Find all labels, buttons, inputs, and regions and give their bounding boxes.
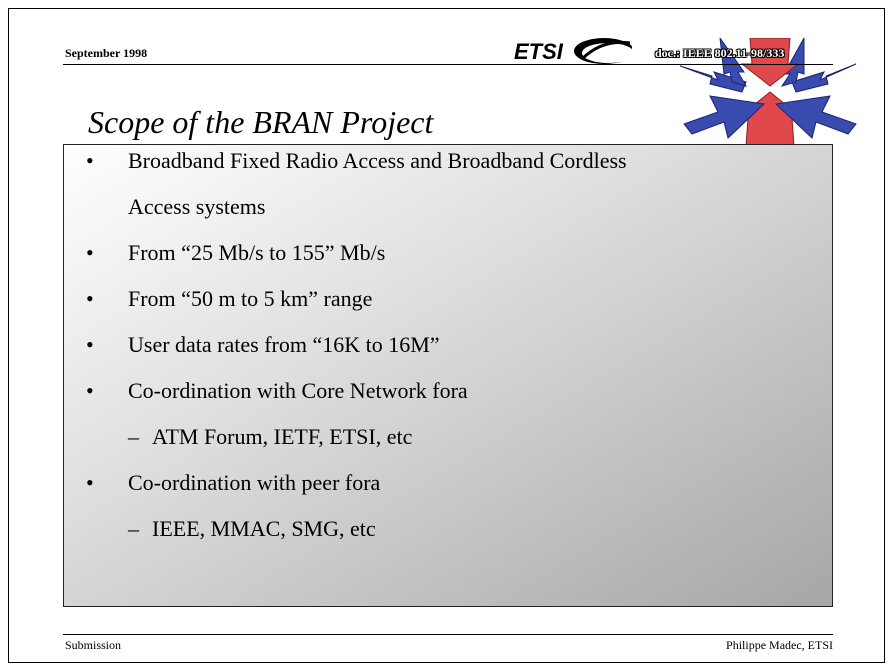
bullet-text: User data rates from “16K to 16M” bbox=[128, 332, 440, 357]
header-date: September 1998 bbox=[65, 46, 148, 60]
footer-author: Philippe Madec, ETSI bbox=[726, 638, 833, 652]
bullet-text: From “50 m to 5 km” range bbox=[128, 286, 373, 311]
etsi-logo: ETSI bbox=[514, 38, 632, 64]
content-box: • Broadband Fixed Radio Access and Broad… bbox=[63, 144, 833, 607]
bullet-marker: • bbox=[86, 240, 94, 265]
bullet-marker: • bbox=[86, 470, 94, 495]
slide-title: Scope of the BRAN Project bbox=[88, 104, 434, 140]
document-reference: doc.: IEEE 802.11-98/333 bbox=[655, 46, 785, 60]
bullet-marker: • bbox=[86, 332, 94, 357]
bullet-marker: • bbox=[86, 286, 94, 311]
bullet-marker: • bbox=[86, 148, 94, 173]
footer-submission: Submission bbox=[65, 638, 122, 652]
bullet-text: Access systems bbox=[128, 194, 266, 219]
arrows-graphic bbox=[680, 38, 857, 146]
sub-bullet-marker: – bbox=[128, 424, 139, 449]
bullet-text: From “25 Mb/s to 155” Mb/s bbox=[128, 240, 386, 265]
bullet-text: Broadband Fixed Radio Access and Broadba… bbox=[128, 148, 627, 173]
header-rule bbox=[63, 64, 833, 65]
sub-bullet-text: IEEE, MMAC, SMG, etc bbox=[152, 516, 376, 541]
bullet-text: Co-ordination with peer fora bbox=[128, 470, 381, 495]
bullet-marker: • bbox=[86, 378, 94, 403]
sub-bullet-text: ATM Forum, IETF, ETSI, etc bbox=[152, 424, 413, 449]
bullet-text: Co-ordination with Core Network fora bbox=[128, 378, 468, 403]
footer-rule bbox=[63, 634, 833, 635]
etsi-logo-text: ETSI bbox=[514, 39, 564, 64]
sub-bullet-marker: – bbox=[128, 516, 139, 541]
